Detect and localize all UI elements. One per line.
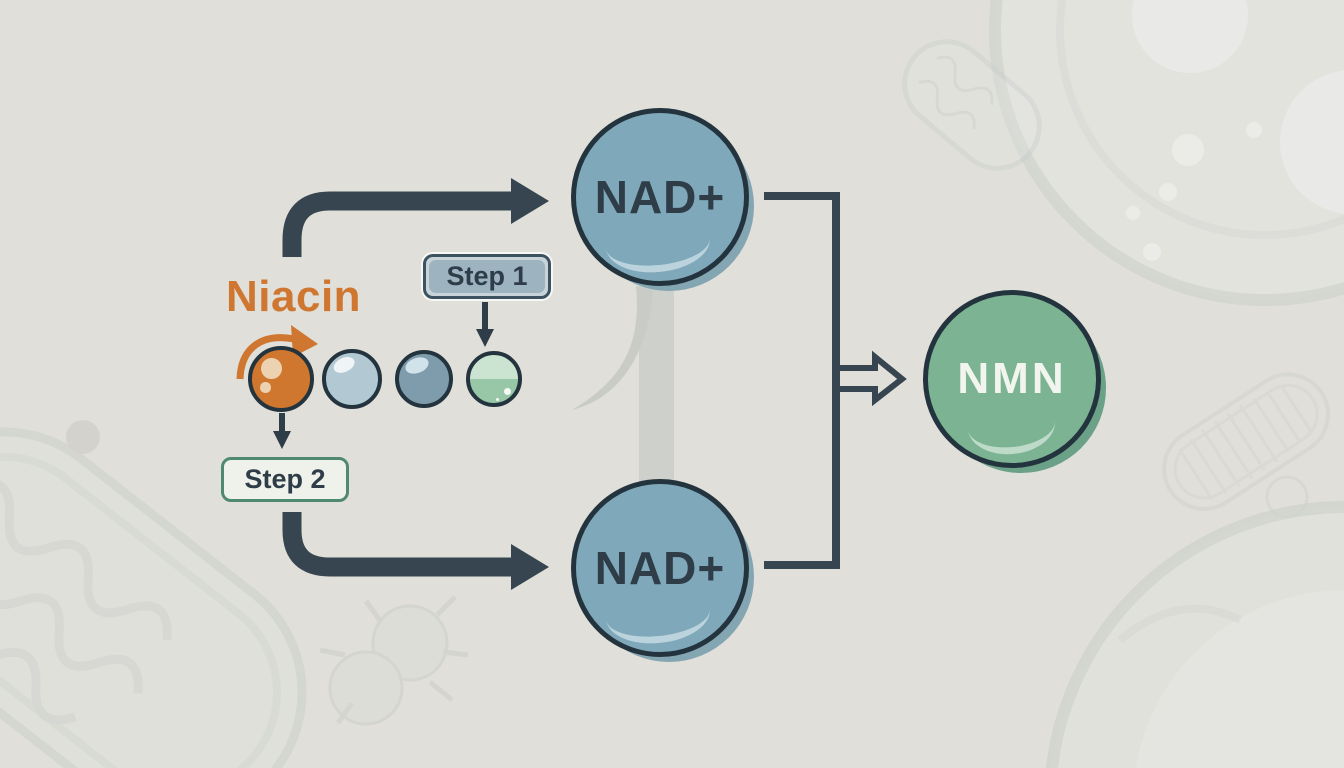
step1-badge: Step 1 xyxy=(423,254,551,299)
node-nad-top: NAD+ xyxy=(571,108,749,286)
dot-decoration xyxy=(66,420,100,454)
molecule-niacin xyxy=(248,346,314,412)
node-nmn: NMN xyxy=(923,290,1101,468)
node-nad-bottom: NAD+ xyxy=(571,479,749,657)
cell-icon-bottom-right xyxy=(1045,501,1344,768)
cell-icon-top-right xyxy=(989,0,1344,306)
node-nad-bottom-label: NAD+ xyxy=(594,542,726,594)
step1-badge-panel xyxy=(429,260,545,293)
molecule-intermediate-3 xyxy=(466,351,522,407)
pathway-arrow-bottom xyxy=(282,512,549,590)
niacin-label: Niacin xyxy=(226,272,362,321)
molecule-intermediate-1 xyxy=(322,349,382,409)
bacteria-icon xyxy=(319,595,469,726)
node-nmn-label: NMN xyxy=(957,354,1067,403)
niacin-cycle-arrow-icon xyxy=(236,325,318,380)
merge-arrow-icon xyxy=(839,350,907,407)
step2-badge: Step 2 xyxy=(221,457,349,502)
mitochondria-icon-top-right xyxy=(902,39,1042,171)
pathway-arrow-top xyxy=(282,178,549,257)
step1-down-arrow xyxy=(476,302,494,347)
step2-down-arrow xyxy=(273,413,291,449)
molecule-intermediate-2 xyxy=(395,350,453,408)
bracket-connector xyxy=(764,192,840,569)
mitochondria-icon-mid-right xyxy=(1162,372,1331,519)
node-nad-top-label: NAD+ xyxy=(594,171,726,223)
step1-label: Step 1 xyxy=(446,261,528,291)
step2-label: Step 2 xyxy=(244,464,326,494)
cell-icon-bottom-left xyxy=(0,420,307,768)
swoosh-shape xyxy=(572,281,674,482)
